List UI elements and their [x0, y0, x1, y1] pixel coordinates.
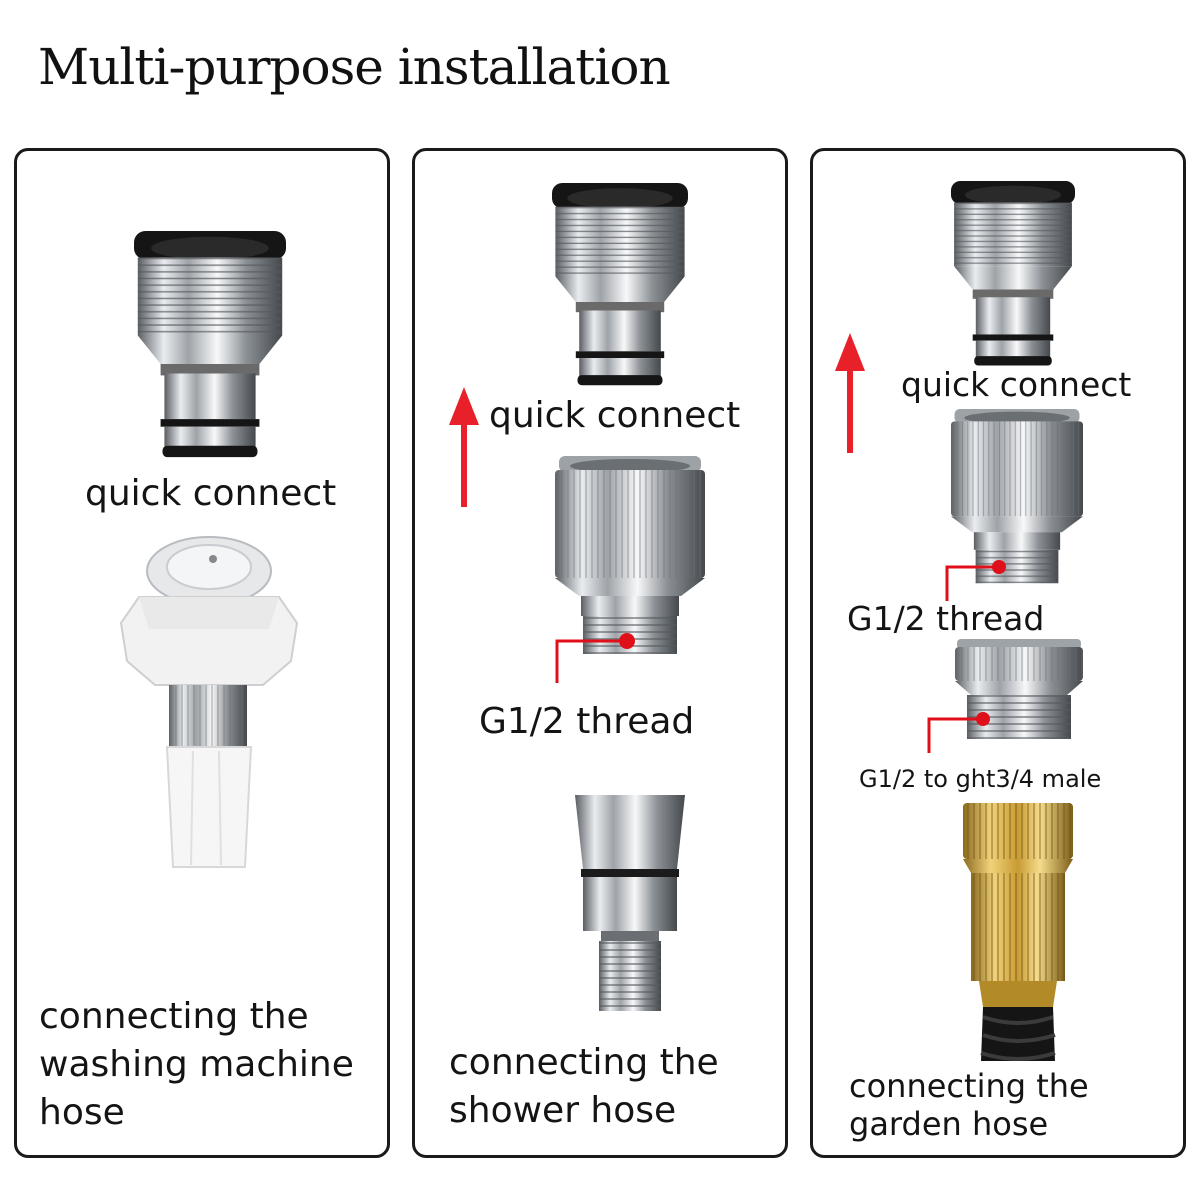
- description-line: connecting the: [449, 1042, 719, 1083]
- g12-thread-connector-image: [951, 409, 1083, 585]
- quick-connect-adapter-image: [549, 183, 691, 387]
- quick-connect-adapter-image: [134, 223, 286, 467]
- description-line: washing machine: [39, 1044, 354, 1085]
- description-washing-machine: connecting the washing machine hose: [39, 993, 354, 1137]
- thread-label: G1/2 thread: [847, 599, 1045, 638]
- brass-garden-hose-connector-image: [963, 803, 1073, 1061]
- adapter-label: G1/2 to ght3/4 male: [859, 765, 1102, 793]
- description-line: connecting the: [849, 1067, 1089, 1105]
- description-line: connecting the: [39, 996, 309, 1037]
- quick-connect-label: quick connect: [901, 365, 1132, 404]
- up-arrow-icon: [449, 387, 479, 507]
- description-line: hose: [39, 1092, 125, 1133]
- description-line: shower hose: [449, 1090, 677, 1131]
- g12-thread-connector-image: [555, 451, 705, 661]
- description-line: garden hose: [849, 1105, 1049, 1143]
- pointer-marker-icon: [945, 560, 1006, 601]
- panel-garden: quick connect G1/2 thread G1/2 to ght3/4…: [810, 148, 1186, 1158]
- up-arrow-icon: [835, 333, 865, 453]
- shower-hose-connector-image: [575, 795, 685, 1011]
- washing-machine-hose-connector-image: [119, 536, 299, 868]
- pointer-marker-icon: [927, 712, 990, 753]
- pointer-marker-icon: [555, 633, 635, 683]
- thread-label: G1/2 thread: [479, 701, 695, 742]
- quick-connect-label: quick connect: [489, 395, 741, 436]
- description-garden: connecting the garden hose: [849, 1067, 1089, 1143]
- page-title: Multi-purpose installation: [38, 38, 671, 96]
- panel-shower: quick connect G1/2 thread connecting the…: [412, 148, 788, 1158]
- description-shower: connecting the shower hose: [449, 1039, 719, 1135]
- quick-connect-adapter-image: [947, 181, 1079, 367]
- quick-connect-label: quick connect: [85, 473, 337, 514]
- panel-washing-machine: quick connect connecting the washing mac…: [14, 148, 390, 1158]
